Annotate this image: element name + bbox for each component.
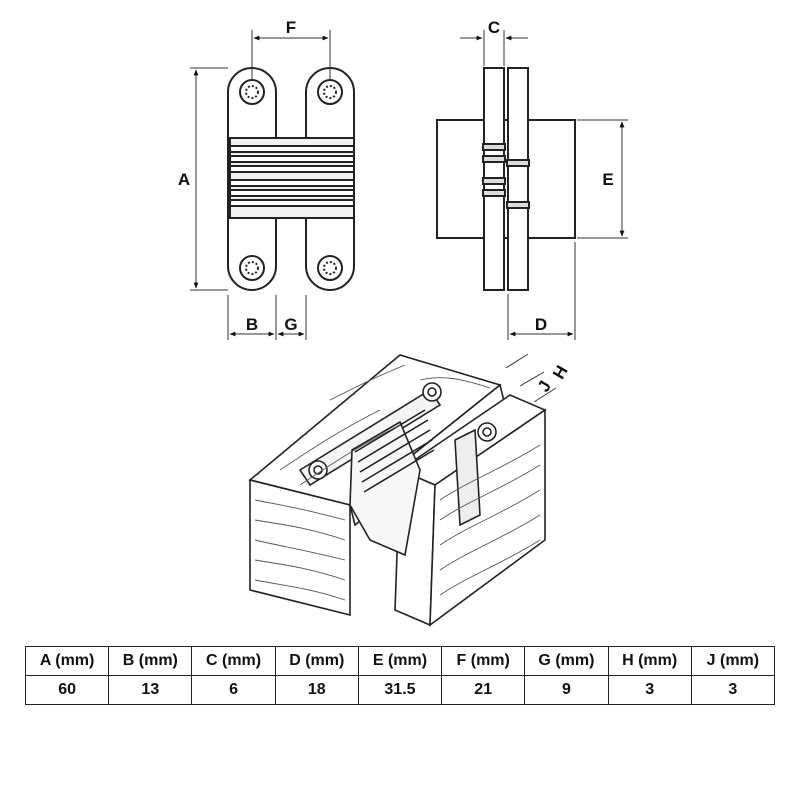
table-header-cell: G (mm) <box>524 646 609 676</box>
table-header-cell: C (mm) <box>191 646 276 676</box>
dimension-label-b: B <box>246 315 258 334</box>
table-row: 60 13 6 18 31.5 21 9 3 3 <box>24 675 776 705</box>
dimension-label-h: H <box>549 362 572 382</box>
table-header-cell: H (mm) <box>607 646 692 676</box>
dimension-label-j: J <box>534 377 555 395</box>
table-header-cell: J (mm) <box>690 646 776 676</box>
table-cell: 3 <box>607 675 692 705</box>
dimension-label-e: E <box>602 170 613 189</box>
dimension-label-g: G <box>284 315 297 334</box>
table-cell: 60 <box>24 675 110 705</box>
table-cell: 6 <box>191 675 276 705</box>
table-cell: 9 <box>524 675 609 705</box>
table-cell: 13 <box>108 675 193 705</box>
dimension-label-f: F <box>286 18 296 37</box>
dimension-table: A (mm) B (mm) C (mm) D (mm) E (mm) F (mm… <box>24 646 776 705</box>
dimension-lines <box>190 30 628 403</box>
hinge-side-view <box>436 67 576 291</box>
table-cell: 3 <box>690 675 776 705</box>
table-cell: 21 <box>441 675 526 705</box>
dimension-label-d: D <box>535 315 547 334</box>
installation-view <box>248 354 547 627</box>
dimension-label-a: A <box>178 170 190 189</box>
hinge-front-view <box>227 67 355 291</box>
table-header-cell: F (mm) <box>441 646 526 676</box>
table-header-row: A (mm) B (mm) C (mm) D (mm) E (mm) F (mm… <box>24 646 776 676</box>
table-header-cell: B (mm) <box>108 646 193 676</box>
table-header-cell: A (mm) <box>24 646 110 676</box>
hinge-technical-drawing: A F B G C E D H J <box>178 18 628 627</box>
table-header-cell: D (mm) <box>274 646 359 676</box>
wood-grain <box>254 364 541 601</box>
dimension-label-c: C <box>488 18 500 37</box>
table-cell: 18 <box>274 675 359 705</box>
table-cell: 31.5 <box>357 675 443 705</box>
table-header-cell: E (mm) <box>357 646 443 676</box>
